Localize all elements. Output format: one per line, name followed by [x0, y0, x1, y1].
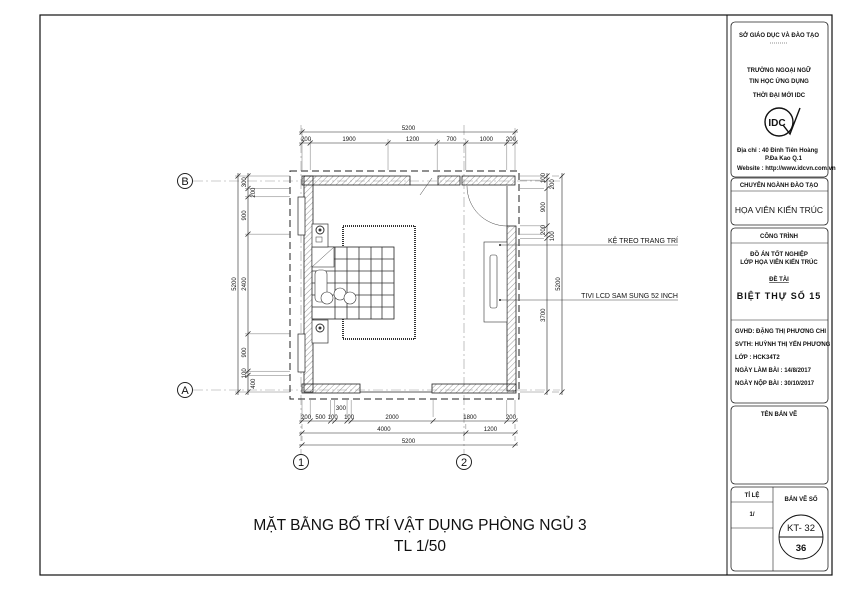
major-label: CHUYÊN NGÀNH ĐÀO TẠO	[740, 181, 819, 189]
label-shelf: KỆ TREO TRANG TRÍ	[608, 236, 678, 245]
svg-text:IDC: IDC	[768, 118, 785, 129]
svg-text:A: A	[181, 385, 189, 397]
dim-bottom-chain-label: 100	[328, 415, 339, 421]
dim-left-chain-label: 2400	[242, 277, 248, 291]
dim-right-chain-label: 100	[541, 172, 547, 183]
dim-top-overall-label: 5200	[402, 126, 416, 132]
school-line-2: TIN HỌC ỨNG DỤNG	[749, 78, 809, 85]
dim-bottom-chain-label: 200	[506, 415, 517, 421]
dim-left-chain-label: 900	[242, 347, 248, 358]
dim-bottom-overall-label: 5200	[402, 439, 416, 445]
dim-top-chain-label: 700	[447, 137, 458, 143]
rug	[342, 225, 416, 340]
grid-bubble-b: B	[177, 173, 193, 189]
department: SỞ GIÁO DỤC VÀ ĐÀO TẠO	[739, 32, 819, 39]
project-line-2: LỚP HỌA VIÊN KIẾN TRÚC	[740, 258, 818, 266]
address-line-2: P.Đa Kao Q.1	[765, 156, 803, 162]
dim-right-chain-label: 900	[541, 201, 547, 212]
instructor: GVHD: ĐẶNG THỊ PHƯƠNG CHI	[735, 328, 826, 335]
dim-bottom-mid-label: 4000	[377, 427, 391, 433]
grid-bubble-1: 1	[293, 454, 309, 470]
project-label: CÔNG TRÌNH	[760, 232, 798, 240]
title-block: SỞ GIÁO DỤC VÀ ĐÀO TẠO TRƯỜNG NGOẠI NGỮ …	[730, 21, 836, 572]
address-line-1: Địa chỉ : 40 Đinh Tiên Hoàng	[737, 148, 818, 154]
major: HỌA VIÊN KIẾN TRÚC	[735, 205, 823, 215]
dim-left-chain-label: 300	[242, 177, 248, 188]
sheet-number: 36	[796, 543, 807, 554]
roof-outline	[289, 170, 520, 400]
class: LỚP : HCK34T2	[735, 353, 780, 361]
scale-label: TỈ LỆ	[745, 491, 760, 499]
dim-bottom-chain-label: 200	[301, 415, 312, 421]
grid-bubble-2: 2	[456, 454, 472, 470]
label-tv: TIVI LCD SAM SUNG 52 INCH	[581, 293, 678, 300]
dim-top-chain-label: 200	[506, 137, 517, 143]
dim-bottom-chain-label: 2000	[385, 415, 399, 421]
student: SVTH: HUỲNH THỊ YẾN PHƯƠNG	[735, 341, 831, 348]
sheet-border	[39, 14, 833, 576]
tv-shelf	[483, 241, 508, 323]
dim-bottom-mid-label: 1200	[484, 427, 498, 433]
website: Website : http://www.idcvn.com.vn	[737, 166, 836, 172]
sheet-code: KT- 32	[787, 523, 815, 534]
dim-right-chain-label: 100	[550, 231, 556, 242]
sheet-label: BẢN VẼ SỐ	[784, 496, 817, 503]
dim-right-chain-label: 3700	[541, 308, 547, 322]
nightstand-bottom	[311, 319, 329, 344]
dim-right-chain-label: 200	[550, 179, 556, 190]
svg-text:B: B	[181, 176, 188, 188]
dim-left-chain-label: 400	[251, 378, 257, 389]
scale-value: 1/	[749, 512, 754, 518]
dim-bottom-chain-label: 1800	[463, 415, 477, 421]
date-start: NGÀY LÀM BÀI : 14/8/2017	[735, 367, 812, 374]
idc-logo: IDC	[764, 107, 801, 137]
drawing-scale: TL 1/50	[394, 538, 446, 555]
dim-left-chain-label: 200	[251, 187, 257, 198]
svg-text:1: 1	[298, 457, 304, 469]
dim-left-chain-label: 900	[242, 210, 248, 221]
project-line-1: ĐỒ ÁN TỐT NGHIỆP	[750, 250, 808, 258]
dim-right-overall-label: 5200	[556, 277, 562, 291]
leader-lines	[499, 244, 678, 301]
dim-right-chain-label: 200	[541, 224, 547, 235]
dim-bottom-chain-label: 300	[336, 406, 347, 412]
drawing-name-label: TÊN BẢN VẼ	[761, 410, 797, 418]
school-line-1: TRƯỜNG NGOẠI NGỮ	[747, 66, 811, 74]
door	[419, 177, 508, 227]
nightstand-top	[311, 223, 329, 248]
drawing-title: MẶT BẰNG BỐ TRÍ VẬT DỤNG PHÒNG NGỦ 3	[253, 516, 586, 534]
dim-bottom-chain-label: 100	[344, 415, 355, 421]
dim-bottom-chain-label: 500	[315, 415, 326, 421]
dim-top-chain-label: 200	[301, 137, 312, 143]
dim-top-chain-label: 1900	[342, 137, 356, 143]
grid-bubble-a: A	[177, 382, 193, 398]
date-submit: NGÀY NỘP BÀI : 30/10/2017	[735, 379, 815, 387]
bed	[311, 246, 395, 320]
school-name: THỜI ĐẠI MỚI IDC	[753, 91, 806, 99]
dim-left-overall-label: 5200	[232, 277, 238, 291]
topic: BIỆT THỰ SỐ 15	[737, 290, 821, 301]
dim-top-chain-label: 1200	[406, 137, 420, 143]
dim-left-chain-label: 100	[242, 368, 248, 379]
svg-text:2: 2	[461, 457, 467, 469]
topic-label: ĐỀ TÀI	[769, 276, 789, 283]
dim-top-chain-label: 1000	[480, 137, 494, 143]
